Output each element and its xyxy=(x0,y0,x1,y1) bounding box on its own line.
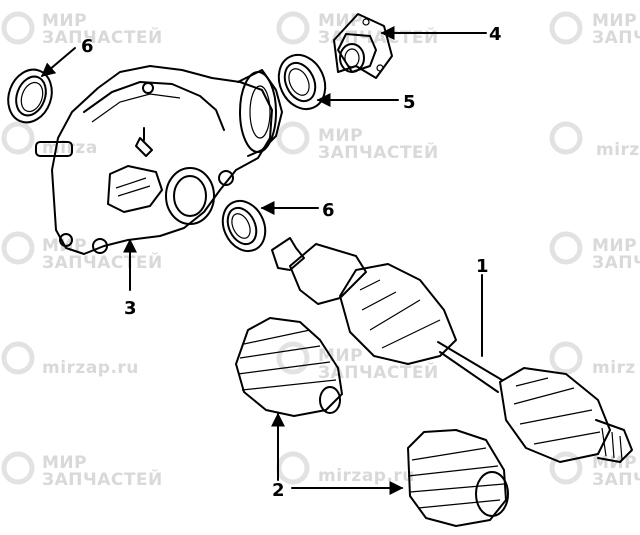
watermark-text: ЗАПЧАСТЕЙ xyxy=(42,28,163,48)
differential-housing xyxy=(35,65,283,255)
watermark-block: МИР ЗАПЧАСТЕЙ xyxy=(42,13,163,47)
seal-ring-part-5 xyxy=(277,53,327,111)
flange-boot xyxy=(333,13,393,79)
watermark-text: ЗАПЧАСТЕЙ xyxy=(318,363,439,383)
watermark-text: mirz xyxy=(596,140,640,160)
watermark-block: МИР ЗАПЧАСТЕЙ xyxy=(318,128,439,162)
watermark-text: ЗАПЧ xyxy=(592,28,640,48)
watermark-text: МИР xyxy=(42,453,88,473)
watermark-text: mirzap.ru xyxy=(318,466,415,486)
watermark-text: МИР xyxy=(318,11,364,31)
callout-2: 2 xyxy=(272,480,285,501)
watermark-text: mirzap.ru xyxy=(42,358,139,378)
watermark-text: ЗАПЧАСТЕЙ xyxy=(318,143,439,163)
callout-5: 5 xyxy=(403,92,416,113)
watermark-text: ЗАПЧ xyxy=(592,253,640,273)
watermark-block: МИР ЗАПЧ xyxy=(592,238,640,272)
callout-6-lower: 6 xyxy=(322,200,335,221)
watermark-text: МИР xyxy=(42,11,88,31)
watermark-text: МИР xyxy=(592,11,638,31)
seal-ring-upper-left xyxy=(7,68,53,124)
watermark-text: ЗАПЧАСТЕЙ xyxy=(42,253,163,273)
callout-6-upper: 6 xyxy=(81,36,94,57)
watermark-block: МИР ЗАПЧАСТЕЙ xyxy=(318,348,439,382)
watermark-text: ЗАПЧАСТЕЙ xyxy=(42,470,163,490)
seal-ring-lower xyxy=(221,199,267,253)
watermark-text: МИР xyxy=(592,236,638,256)
watermark-text: ЗАПЧ xyxy=(592,470,640,490)
watermark-block: МИР ЗАПЧ xyxy=(592,13,640,47)
watermark-text: mirz xyxy=(592,358,636,378)
axle-shaft-assembly xyxy=(271,237,633,463)
callout-4: 4 xyxy=(489,24,502,45)
callout-1: 1 xyxy=(476,256,489,277)
callout-3: 3 xyxy=(124,298,137,319)
watermark-block: МИР ЗАПЧАСТЕЙ xyxy=(42,455,163,489)
watermark-logos xyxy=(1,11,583,485)
cv-boot-upper xyxy=(235,317,343,417)
cv-boot-lower xyxy=(407,429,509,527)
watermark-text: МИР xyxy=(318,346,364,366)
leader-lines xyxy=(40,26,487,495)
watermark-text: МИР xyxy=(318,126,364,146)
